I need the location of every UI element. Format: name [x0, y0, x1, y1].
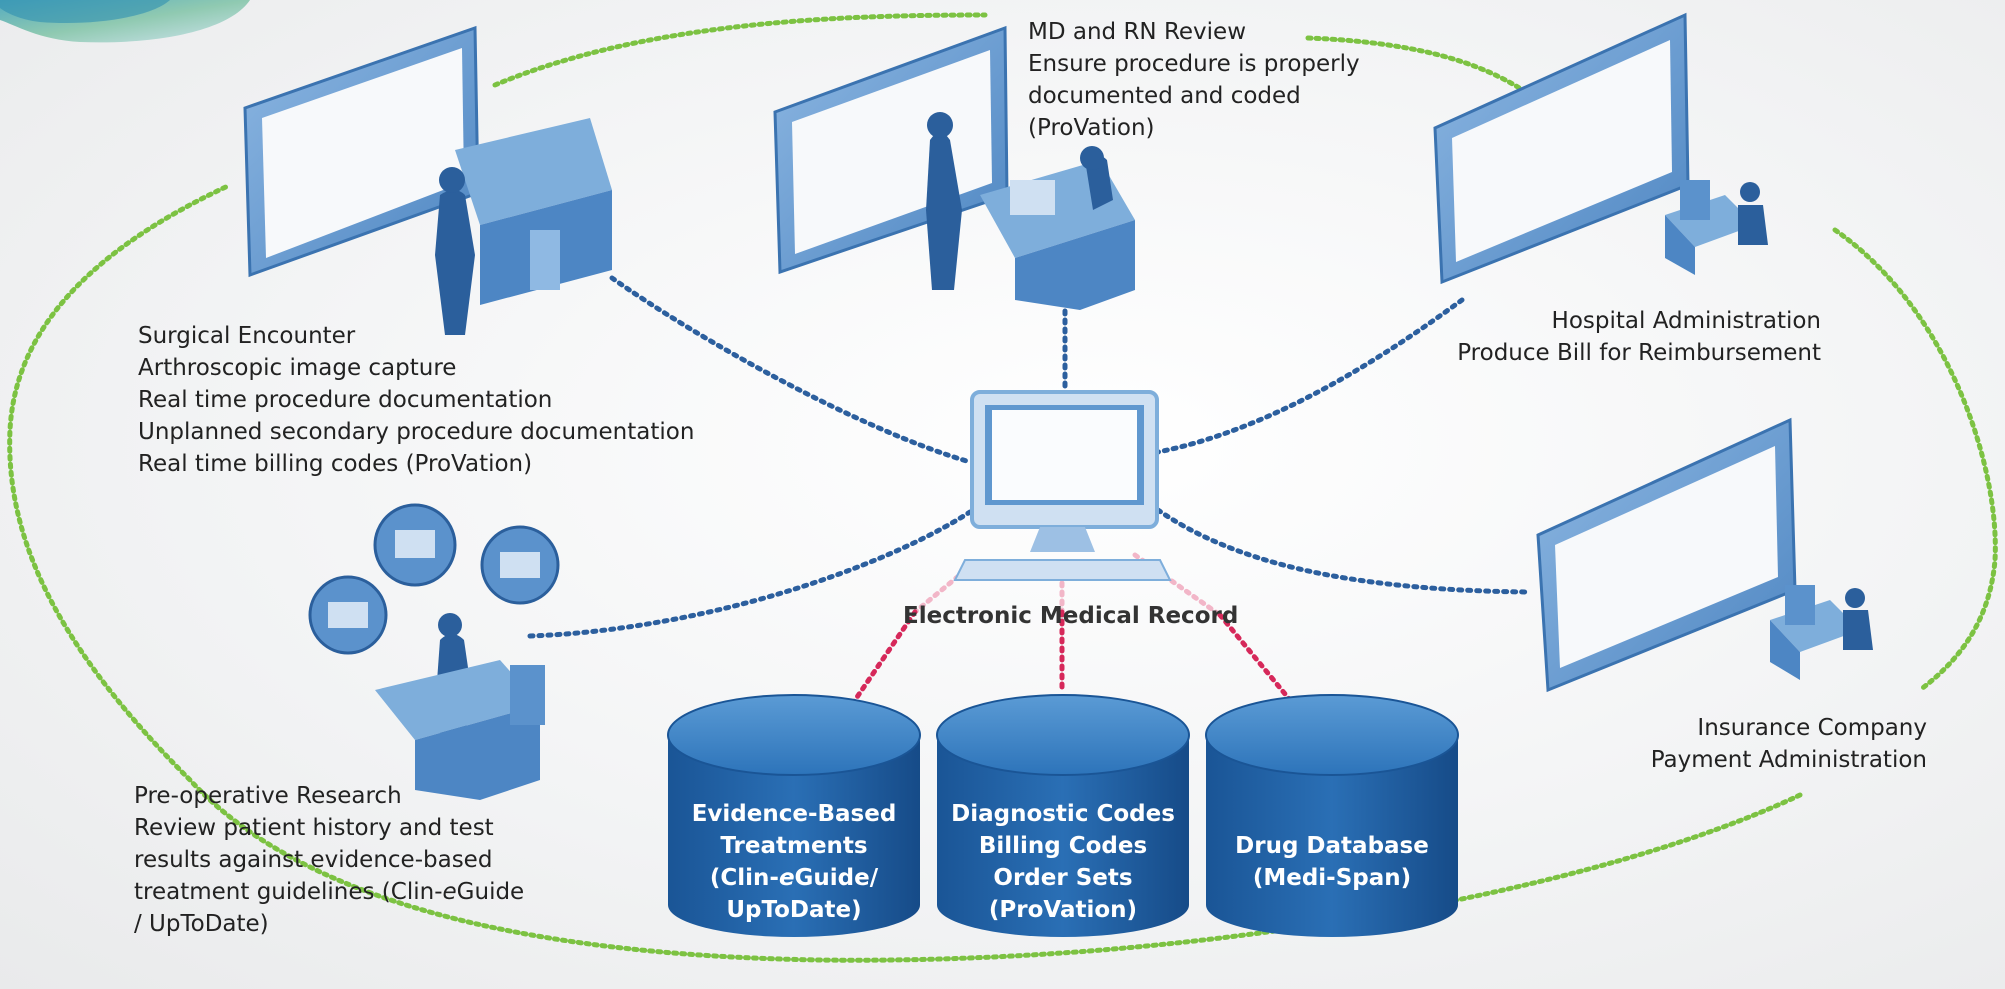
database-cylinder-icon [936, 694, 1190, 937]
preop-line: Review patient history and test [134, 815, 494, 841]
preop-station-icon [308, 503, 560, 800]
insurance-label: Insurance Company Payment Administration [1651, 712, 1927, 776]
review-label: MD and RN Review Ensure procedure is pro… [1028, 16, 1360, 144]
insurance-line: Payment Administration [1650, 747, 1927, 773]
db-line: (ProVation) [988, 897, 1138, 923]
hospital-line: Produce Bill for Reimbursement [1457, 340, 1821, 366]
db-line: Drug Database [1235, 833, 1429, 859]
db-line: Order Sets [993, 865, 1133, 891]
preop-label: Pre-operative Research Review patient hi… [134, 780, 524, 940]
globe-decoration-icon [0, 0, 250, 43]
hospital-title: Hospital Administration [1551, 308, 1821, 334]
db-line: Diagnostic Codes [951, 801, 1175, 827]
surgical-line: Unplanned secondary procedure documentat… [138, 419, 695, 445]
surgical-label: Surgical Encounter Arthroscopic image ca… [138, 320, 694, 480]
preop-title: Pre-operative Research [134, 783, 402, 809]
emr-label: Electronic Medical Record [903, 600, 1238, 632]
preop-line: treatment guidelines (Clin-eGuide [134, 879, 525, 905]
db-evidence-label: Evidence-Based Treatments (Clin-eGuide/ … [668, 798, 920, 926]
surgical-line: Arthroscopic image capture [138, 355, 457, 381]
db-codes-label: Diagnostic Codes Billing Codes Order Set… [937, 798, 1189, 926]
review-line: documented and coded [1028, 83, 1301, 109]
insurance-station-icon [1536, 417, 1873, 693]
db-line: Treatments [720, 833, 868, 859]
review-line: Ensure procedure is properly [1028, 51, 1360, 77]
emr-computer-icon [953, 390, 1172, 581]
hospital-station-icon [1433, 12, 1768, 285]
blue-connectors [527, 272, 1531, 639]
review-line: (ProVation) [1028, 115, 1155, 141]
preop-line: results against evidence-based [134, 847, 493, 873]
database-cylinder-icon [667, 694, 921, 937]
review-title: MD and RN Review [1028, 19, 1247, 45]
insurance-title: Insurance Company [1697, 715, 1927, 741]
db-line: Billing Codes [978, 833, 1148, 859]
db-line: (Clin-eGuide/ [709, 865, 879, 891]
db-line: Evidence-Based [691, 801, 897, 827]
review-station-icon [773, 25, 1135, 310]
surgical-title: Surgical Encounter [138, 323, 356, 349]
database-cylinder-icon [1205, 694, 1459, 937]
preop-line: / UpToDate) [134, 911, 269, 937]
hospital-label: Hospital Administration Produce Bill for… [1457, 305, 1821, 369]
database-cylinders [667, 694, 1459, 937]
db-line: UpToDate) [726, 897, 862, 923]
db-line: (Medi-Span) [1252, 865, 1412, 891]
db-drug-label: Drug Database (Medi-Span) [1206, 830, 1458, 894]
surgical-line: Real time billing codes (ProVation) [138, 451, 533, 477]
surgical-line: Real time procedure documentation [138, 387, 553, 413]
emr-title: Electronic Medical Record [903, 603, 1239, 629]
surgical-station-icon [243, 25, 612, 335]
